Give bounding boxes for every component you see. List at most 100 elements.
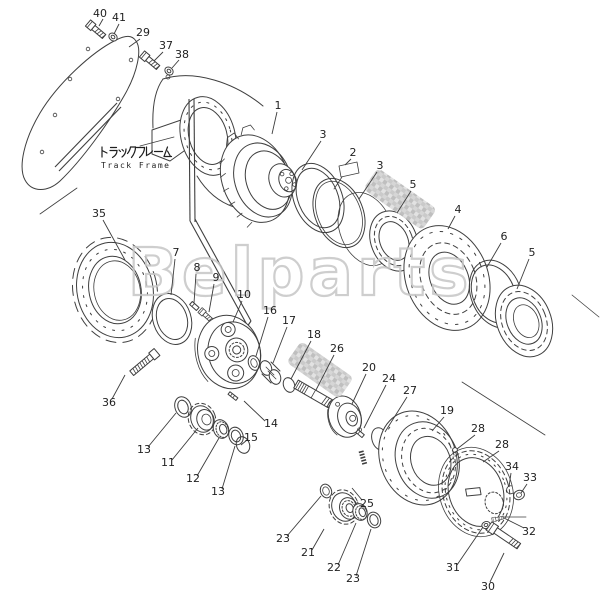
- part-bolt-32-small: [491, 515, 505, 523]
- part-label-23: 23: [346, 572, 360, 585]
- part-planet-gear-11: [187, 402, 217, 436]
- part-washer-13b: [228, 426, 244, 446]
- watermark: Belparts: [128, 234, 473, 311]
- part-track-frame: [39, 74, 264, 335]
- part-label-3: 3: [377, 159, 384, 172]
- part-label-33: 33: [523, 471, 537, 484]
- part-label-28: 28: [495, 438, 509, 451]
- leader-line: [290, 340, 312, 380]
- part-label-34: 34: [505, 460, 519, 473]
- part-label-1: 1: [275, 99, 282, 112]
- part-sun-gear-17: [259, 360, 282, 385]
- part-label-23: 23: [276, 532, 290, 545]
- leader-line: [171, 427, 199, 461]
- leader-line: [221, 445, 236, 490]
- leader-line: [171, 59, 180, 69]
- leader-line: [396, 190, 412, 214]
- part-label-26: 26: [330, 342, 344, 355]
- part-label-27: 27: [403, 384, 417, 397]
- part-nut-33: [513, 489, 525, 501]
- leader-line: [98, 18, 104, 27]
- part-label-5: 5: [529, 246, 536, 259]
- part-bushing-22: [352, 503, 368, 521]
- leader-line: [193, 273, 197, 304]
- part-bearing-5b: [494, 284, 554, 358]
- leader-line: [384, 396, 408, 433]
- part-ring-18: [282, 377, 296, 393]
- part-label-15: 15: [244, 431, 258, 444]
- leader-line: [111, 374, 126, 400]
- part-pin-24: [355, 429, 365, 439]
- part-label-18: 18: [307, 328, 321, 341]
- part-ring-gear-19: [378, 410, 460, 506]
- part-label-38: 38: [175, 48, 189, 61]
- censor-patch-top: [365, 169, 435, 229]
- part-label-3: 3: [320, 128, 327, 141]
- part-label-7: 7: [173, 246, 180, 259]
- leader-line: [243, 400, 266, 422]
- leader-line: [301, 140, 322, 171]
- part-label-36: 36: [102, 396, 116, 409]
- part-planet-gear-21: [328, 489, 360, 525]
- leader-line: [482, 450, 500, 463]
- leader-line: [208, 283, 215, 313]
- part-label-11: 11: [161, 456, 175, 469]
- leader-line: [344, 158, 352, 166]
- part-hub-20: [327, 395, 362, 438]
- leader-line: [351, 373, 367, 405]
- leader-line: [431, 416, 445, 432]
- part-seal-ring-3a: [291, 162, 345, 234]
- leader-line: [355, 528, 372, 577]
- censor-patch-middle: [288, 342, 352, 398]
- leader-line: [170, 258, 176, 296]
- leader-line: [232, 300, 243, 323]
- part-label-8: 8: [194, 261, 201, 274]
- part-washer-23a: [319, 483, 333, 499]
- leader-line: [503, 517, 525, 529]
- part-label-32: 32: [522, 525, 536, 538]
- part-spring-25: [358, 450, 368, 466]
- misc-lines: [461, 294, 600, 518]
- part-washer-13a: [174, 396, 192, 418]
- part-label-13: 13: [137, 443, 151, 456]
- part-sprocket: [71, 236, 159, 344]
- part-bolt-37: [138, 50, 162, 72]
- part-label-12: 12: [186, 472, 200, 485]
- leader-line: [286, 495, 322, 537]
- part-pin-14: [227, 391, 239, 401]
- part-label-24: 24: [382, 372, 396, 385]
- part-label-21: 21: [301, 546, 315, 559]
- part-label-29: 29: [136, 26, 150, 39]
- caption-track-frame-en: Track Frame: [101, 161, 170, 170]
- caption-track-frame-jp: [101, 146, 173, 159]
- part-bolt-40: [84, 19, 108, 41]
- part-washer-23b: [366, 511, 382, 529]
- leader-line: [147, 412, 177, 448]
- part-cover-ring-7: [151, 293, 193, 345]
- leader-line: [113, 23, 120, 35]
- part-hub-4: [403, 225, 491, 331]
- part-label-30: 30: [481, 580, 495, 593]
- part-label-31: 31: [446, 561, 460, 574]
- part-label-35: 35: [92, 207, 106, 220]
- leader-line: [486, 242, 502, 268]
- leader-line: [196, 437, 220, 477]
- part-clip-34: [506, 485, 514, 495]
- leader-line: [456, 434, 476, 450]
- part-label-6: 6: [501, 230, 508, 243]
- leader-line: [456, 526, 484, 566]
- part-bolt-30: [485, 521, 522, 550]
- part-label-13: 13: [211, 485, 225, 498]
- part-label-16: 16: [263, 304, 277, 317]
- leader-line: [520, 483, 528, 494]
- part-label-5: 5: [410, 178, 417, 191]
- part-seal-ring-2: [312, 177, 366, 249]
- part-label-22: 22: [327, 561, 341, 574]
- part-label-4: 4: [455, 203, 462, 216]
- leader-line: [315, 354, 335, 391]
- part-label-37: 37: [159, 39, 173, 52]
- leader-line: [128, 38, 141, 48]
- leader-line: [240, 439, 248, 446]
